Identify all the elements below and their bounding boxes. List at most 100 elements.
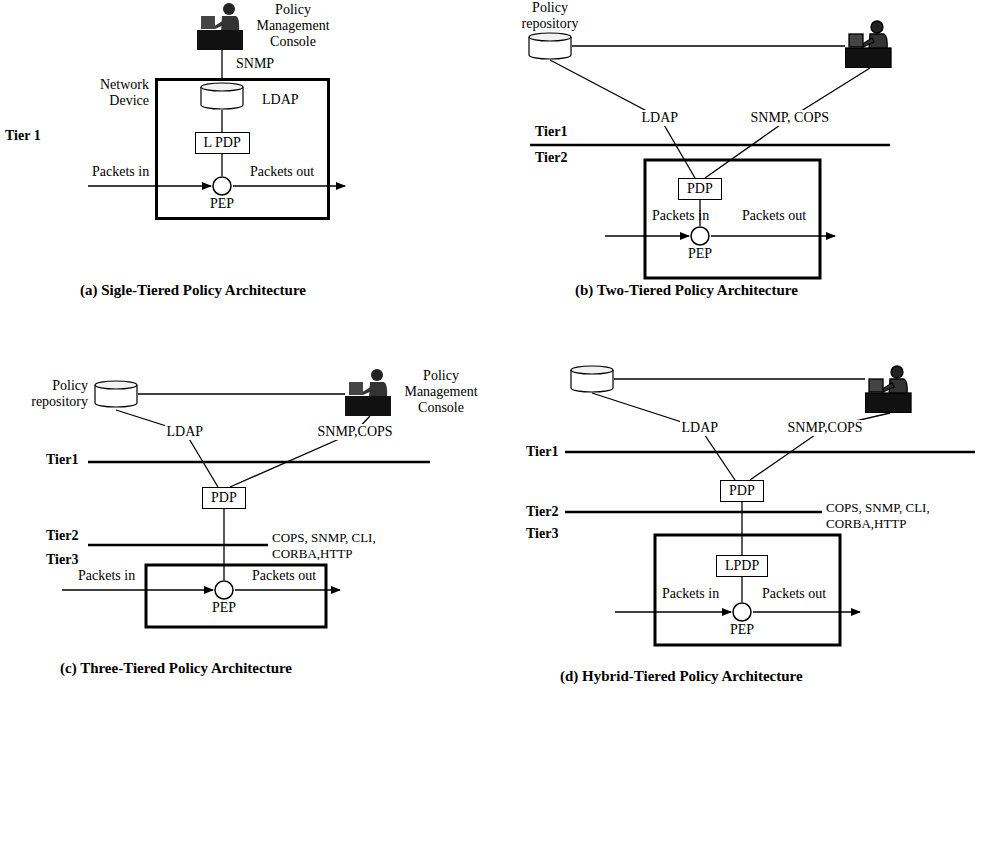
flow-label: Packets in [92, 164, 149, 180]
snmp-wire [750, 413, 890, 480]
flow-label: Packets out [742, 208, 806, 224]
protocol-label: SNMP, COPS [749, 110, 832, 126]
person-icon [865, 366, 911, 413]
console-link [572, 45, 845, 46]
flow-label: Packets in [662, 586, 719, 602]
pep-node: PEP [212, 580, 236, 616]
ldap-wire [592, 393, 735, 480]
protocol-label: COPS, SNMP, CLI, CORBA,HTTP [272, 530, 390, 562]
tier-label: Tier 1 [5, 128, 41, 144]
node-text: PEP [730, 622, 754, 638]
tier-label: Tier1 [526, 444, 558, 460]
pdp-box: PDP [720, 480, 764, 502]
device-box [146, 565, 326, 627]
pep-node: PEP [688, 226, 712, 262]
repository-node: Policy repository [18, 378, 138, 410]
caption: (a) Sigle-Tiered Policy Architecture [80, 282, 306, 298]
protocol-label: LDAP [262, 92, 299, 108]
flow-label: Packets out [762, 586, 826, 602]
node-text: PEP [688, 246, 712, 262]
caption: (b) Two-Tiered Policy Architecture [575, 282, 798, 298]
connector [223, 509, 224, 580]
pep-circle [690, 226, 710, 246]
flow-label: Packets in [78, 568, 135, 584]
pep-node: PEP [730, 602, 754, 638]
tier-line [88, 544, 268, 547]
pdp-box: L PDP [195, 132, 250, 154]
flow-label: Packets out [252, 568, 316, 584]
tier-line [565, 451, 975, 454]
connector [741, 577, 742, 602]
tier-label: Tier2 [535, 150, 567, 166]
ldap-wire [221, 110, 222, 132]
packets-in-arrow [62, 589, 213, 590]
edge-label: SNMP,COPS [316, 424, 395, 440]
person-icon [845, 21, 891, 68]
edge-label: SNMP [234, 56, 276, 72]
tier-line [88, 461, 430, 464]
node-text: Policy Management Console [399, 368, 483, 416]
caption: (c) Three-Tiered Policy Architecture [60, 660, 292, 676]
pep-circle [212, 176, 232, 196]
node-text: LPDP [725, 558, 759, 574]
tier-line [530, 144, 890, 147]
pep-circle [214, 580, 234, 600]
connector [221, 154, 222, 176]
packets-in-arrow [615, 611, 731, 612]
person-icon [197, 2, 247, 50]
repository-cylinder [528, 32, 572, 60]
repository-cylinder [571, 366, 613, 392]
packets-out-arrow [711, 235, 835, 236]
console-node: Policy Management Console [197, 2, 335, 50]
caption: (d) Hybrid-Tiered Policy Architecture [560, 668, 803, 684]
tier-line [565, 511, 822, 514]
tier-label: Tier1 [46, 452, 78, 468]
console-node: Policy Management Console [345, 368, 483, 416]
pdp-box: LPDP [716, 555, 768, 577]
node-text: Policy Management Console [251, 2, 335, 50]
protocol-label: COPS, SNMP, CLI, CORBA,HTTP [826, 500, 944, 532]
packets-out-arrow [753, 611, 860, 612]
node-text: PDP [729, 483, 755, 499]
packets-out-arrow [235, 589, 340, 590]
node-text: PEP [210, 196, 234, 212]
connector [221, 50, 222, 78]
protocol-label: SNMP,COPS [786, 420, 865, 436]
tier-label: Tier3 [46, 552, 78, 568]
packets-in-arrow [605, 235, 689, 236]
node-text: Policy repository [508, 0, 592, 32]
edge-label: LDAP [165, 424, 206, 440]
node-text: Network Device [87, 77, 149, 109]
connector [550, 60, 695, 178]
pdp-box: PDP [678, 178, 722, 200]
protocol-label: LDAP [680, 420, 721, 436]
repository-cylinder [94, 380, 138, 408]
flow-label: Packets out [250, 164, 314, 180]
node-text: PDP [687, 181, 713, 197]
tier-label: Tier3 [526, 526, 558, 542]
console-link [614, 378, 865, 379]
connector [741, 502, 742, 555]
tier-label: Tier2 [46, 528, 78, 544]
connector [116, 410, 218, 487]
flow-label: Packets in [652, 208, 709, 224]
connector-layer [116, 50, 742, 602]
tier-label: Tier2 [526, 504, 558, 520]
person-icon [345, 368, 395, 416]
pep-circle [732, 602, 752, 622]
packets-in-arrow [88, 185, 211, 186]
node-text: PDP [211, 490, 237, 506]
device-box [655, 535, 840, 645]
pep-node: PEP [210, 176, 234, 212]
node-text: PEP [212, 600, 236, 616]
connector [138, 393, 345, 394]
device-box [645, 160, 820, 278]
node-text: Policy repository [18, 378, 88, 410]
pdp-box: PDP [202, 487, 246, 509]
repository-cylinder [201, 83, 243, 109]
tier-label: Tier1 [535, 124, 567, 140]
edge-label: LDAP [640, 110, 681, 126]
node-text: L PDP [204, 135, 241, 151]
repository-node: Policy repository [508, 0, 592, 60]
